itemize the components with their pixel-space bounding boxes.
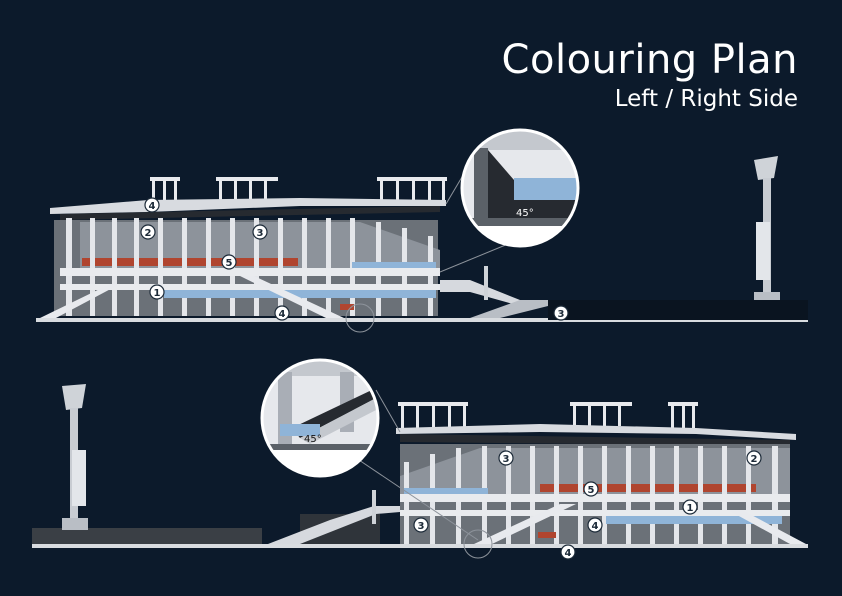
bottom-detail-anchor-circle [463, 529, 493, 559]
bottom-marker-4: 1 [682, 499, 698, 515]
bottom-marker-5: 4 [587, 517, 603, 533]
top-elevation: 45° 4 2 3 5 1 4 3 [36, 128, 808, 333]
top-red-accent [340, 304, 354, 310]
bottom-elevation: 45° 3 2 5 1 4 3 4 [32, 358, 808, 560]
bottom-concourse-band [400, 494, 790, 502]
top-stair-centre [240, 276, 344, 318]
bottom-ground-line [32, 544, 808, 548]
bottom-stair-centre [474, 504, 576, 544]
top-detail-callout [462, 130, 578, 246]
svg-text:4: 4 [279, 309, 286, 320]
top-marker-5: 1 [149, 284, 165, 300]
bottom-detail-angle: 45° [304, 434, 322, 445]
svg-text:3: 3 [558, 309, 565, 320]
top-roof-underside [60, 206, 440, 220]
bottom-ramp-left [268, 506, 400, 544]
svg-text:4: 4 [565, 548, 572, 559]
top-ground-line [36, 318, 808, 322]
svg-text:5: 5 [588, 485, 595, 496]
top-roof-masts [150, 177, 447, 203]
svg-text:1: 1 [154, 288, 161, 299]
top-marker-4: 5 [221, 254, 237, 270]
bottom-marker-2: 2 [746, 450, 762, 466]
svg-text:5: 5 [226, 258, 233, 269]
top-glazing-lower [164, 290, 436, 298]
bottom-roof-underside [400, 434, 790, 446]
bottom-red-accent [538, 532, 556, 538]
top-marker-3: 3 [252, 224, 268, 240]
top-marker-1: 4 [144, 197, 160, 213]
title-block: Colouring Plan Left / Right Side [502, 38, 798, 114]
svg-text:4: 4 [149, 201, 156, 212]
svg-text:3: 3 [257, 228, 264, 239]
top-ramp-end [470, 300, 548, 318]
top-lamp-post [484, 266, 488, 300]
bottom-glazing-upper [404, 488, 488, 494]
svg-text:2: 2 [145, 228, 152, 239]
page-subtitle: Left / Right Side [614, 86, 798, 112]
bottom-plaza-dark [32, 528, 262, 546]
top-lower-band [60, 284, 440, 290]
bottom-stair-right [728, 510, 806, 544]
page-title: Colouring Plan [501, 37, 798, 83]
bottom-marker-6: 3 [413, 517, 429, 533]
bottom-marker-7: 4 [560, 544, 576, 560]
top-floodlight-tower [754, 156, 780, 300]
top-glazing-upper [352, 262, 436, 268]
svg-text:4: 4 [592, 521, 599, 532]
top-detail-anchor-circle [345, 303, 375, 333]
bottom-lamp-post [372, 490, 376, 524]
top-stair-left [40, 284, 120, 318]
bottom-lower-band [400, 510, 790, 516]
top-marker-6: 4 [274, 305, 290, 321]
bottom-red-seating [540, 484, 756, 492]
top-marker-7: 3 [553, 305, 569, 321]
bottom-roof [396, 424, 796, 440]
top-concourse-band [60, 268, 440, 276]
bottom-glazing-lower [606, 516, 782, 524]
svg-text:3: 3 [418, 521, 425, 532]
top-marker-2: 2 [140, 224, 156, 240]
svg-text:2: 2 [751, 454, 758, 465]
bottom-roof-masts [398, 402, 698, 428]
bottom-floodlight-tower [62, 384, 88, 530]
top-plaza-dark [548, 300, 808, 320]
bottom-marker-3: 5 [583, 481, 599, 497]
top-red-seating [82, 258, 298, 266]
svg-text:1: 1 [687, 503, 694, 514]
top-detail-angle: 45° [516, 208, 534, 219]
top-ramp-right [440, 280, 520, 306]
svg-text:3: 3 [503, 454, 510, 465]
bottom-marker-1: 3 [498, 450, 514, 466]
